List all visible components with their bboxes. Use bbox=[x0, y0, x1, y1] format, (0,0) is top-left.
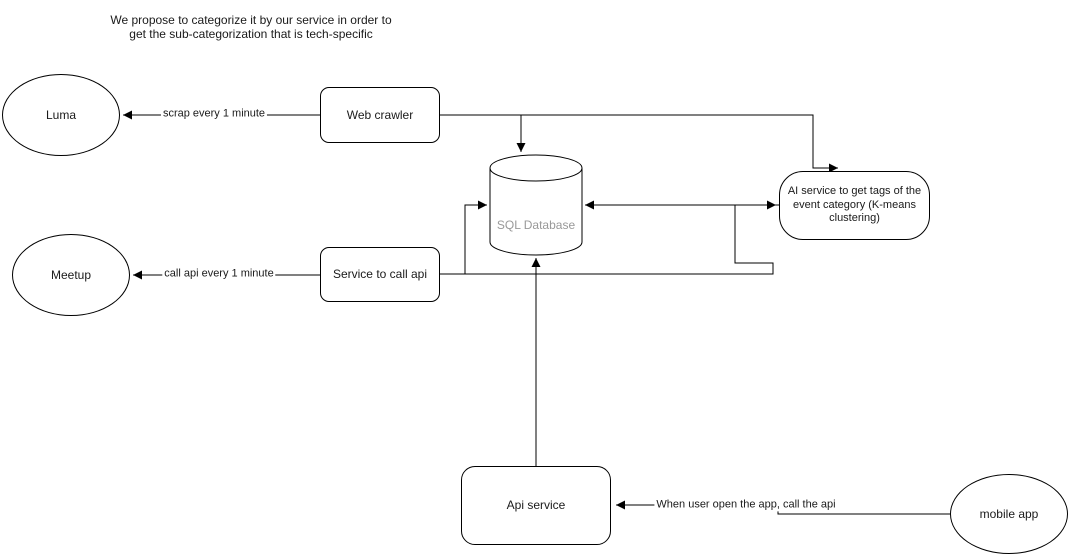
node-luma-label: Luma bbox=[45, 107, 77, 122]
node-ai-service-label: AI service to get tags of the event cate… bbox=[787, 184, 922, 225]
edge-label-scrap-every-1-minute[interactable]: scrap every 1 minute bbox=[160, 107, 268, 121]
cylinder-top-rim bbox=[489, 154, 583, 182]
edge-web-crawler-to-sql-database[interactable] bbox=[440, 114, 526, 152]
edge-service-to-call-api-to-sql-database[interactable] bbox=[440, 200, 487, 275]
edge-service-to-call-api-to-ai-service[interactable] bbox=[440, 200, 776, 275]
node-sql-database-label: SQL Database bbox=[496, 218, 576, 232]
node-meetup-label: Meetup bbox=[50, 267, 92, 282]
node-meetup[interactable]: Meetup bbox=[12, 234, 130, 316]
node-mobile-app[interactable]: mobile app bbox=[950, 474, 1068, 554]
node-mobile-app-label: mobile app bbox=[979, 506, 1039, 521]
node-service-to-call-api-label: Service to call api bbox=[332, 267, 428, 281]
node-api-service-label: Api service bbox=[506, 498, 566, 512]
node-web-crawler[interactable]: Web crawler bbox=[320, 87, 440, 143]
node-web-crawler-label: Web crawler bbox=[346, 107, 414, 122]
node-api-service[interactable]: Api service bbox=[461, 466, 611, 545]
node-service-to-call-api[interactable]: Service to call api bbox=[320, 247, 440, 302]
node-luma[interactable]: Luma bbox=[2, 74, 120, 156]
edge-label-when-user-open-the-app[interactable]: When user open the app, call the api bbox=[654, 498, 838, 512]
edge-label-call-api-every-1-minute[interactable]: call api every 1 minute bbox=[162, 267, 276, 281]
diagram-title[interactable]: We propose to categorize it by our servi… bbox=[110, 13, 392, 42]
sql-database-cylinder[interactable] bbox=[489, 154, 583, 256]
node-ai-service[interactable]: AI service to get tags of the event cate… bbox=[779, 171, 930, 240]
edge-web-crawler-to-ai-service[interactable] bbox=[440, 114, 838, 173]
